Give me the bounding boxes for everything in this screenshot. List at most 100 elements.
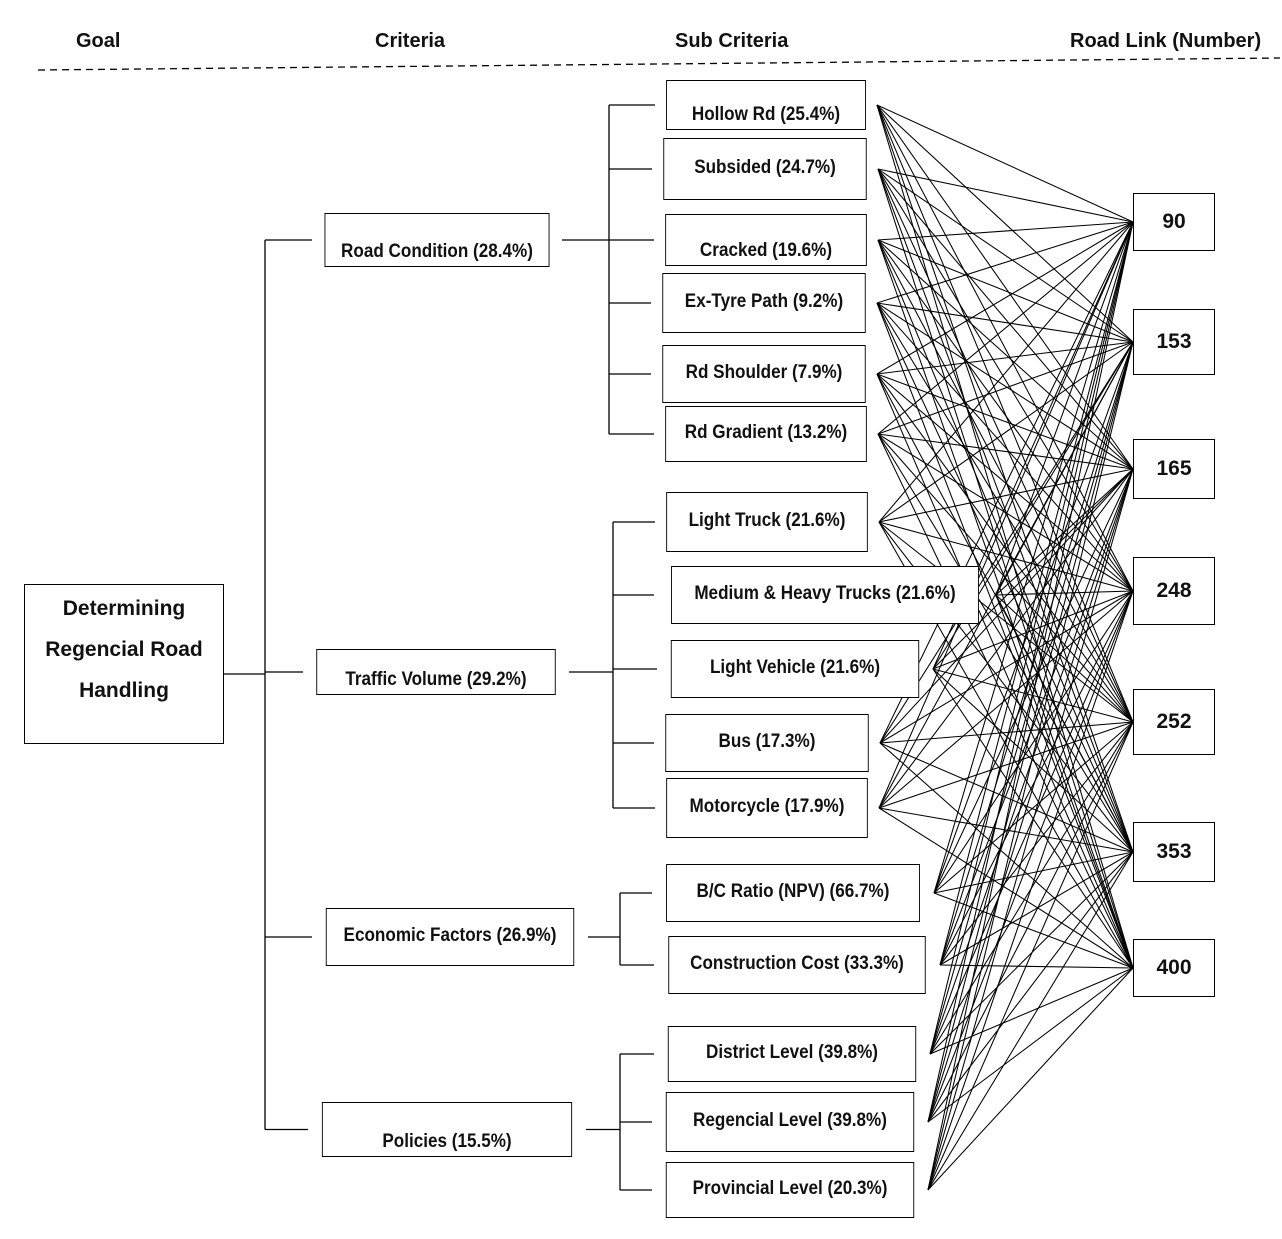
sub-criterion-subsided: Subsided (24.7%) [663, 138, 867, 200]
mesh-line-6-0 [878, 221, 1134, 523]
mesh-line-10-4 [878, 721, 1134, 809]
mesh-line-10-0 [878, 221, 1134, 809]
mesh-line-7-4 [995, 594, 1134, 723]
mesh-line-3-6 [876, 302, 1134, 969]
mesh-line-12-5 [939, 851, 1134, 966]
mesh-line-15-1 [927, 341, 1134, 1191]
mesh-line-3-0 [876, 221, 1134, 304]
mesh-line-4-6 [876, 373, 1134, 969]
mesh-line-4-0 [876, 221, 1134, 375]
mesh-line-14-2 [927, 468, 1134, 1123]
mesh-line-5-1 [877, 341, 1134, 435]
road-link-165: 165 [1133, 439, 1215, 499]
mesh-line-7-0 [995, 221, 1134, 596]
mesh-line-2-5 [877, 239, 1134, 853]
mesh-line-12-1 [939, 341, 1134, 966]
mesh-line-11-2 [933, 468, 1134, 894]
mesh-line-4-4 [876, 373, 1134, 723]
mesh-line-2-1 [877, 239, 1134, 343]
mesh-line-3-2 [876, 302, 1134, 470]
mesh-line-2-0 [877, 221, 1134, 241]
mesh-line-1-0 [877, 168, 1134, 223]
mesh-line-9-6 [879, 742, 1134, 969]
mesh-line-11-0 [933, 221, 1134, 894]
mesh-line-4-3 [876, 373, 1134, 592]
mesh-line-10-3 [878, 590, 1134, 809]
mesh-line-12-6 [939, 964, 1134, 969]
mesh-line-10-6 [878, 807, 1134, 969]
sub-criterion-motorcycle: Motorcycle (17.9%) [666, 778, 868, 838]
mesh-line-5-6 [877, 433, 1134, 969]
road-link-400: 400 [1133, 939, 1215, 997]
mesh-line-13-1 [929, 341, 1134, 1055]
mesh-line-10-2 [878, 468, 1134, 809]
mesh-line-11-4 [933, 721, 1134, 894]
sub-criterion-regencial-level: Regencial Level (39.8%) [665, 1092, 915, 1152]
mesh-line-5-2 [877, 433, 1134, 470]
mesh-line-2-3 [877, 239, 1134, 592]
mesh-line-9-4 [879, 721, 1134, 744]
header-sub-criteria: Sub Criteria [675, 30, 789, 52]
mesh-line-15-0 [927, 221, 1134, 1191]
mesh-line-0-1 [876, 104, 1134, 343]
mesh-line-11-5 [933, 851, 1134, 894]
sub-criterion-medium-heavy-trucks: Medium & Heavy Trucks (21.6%) [671, 566, 979, 624]
mesh-line-14-4 [927, 721, 1134, 1123]
road-link-252: 252 [1133, 689, 1215, 755]
mesh-line-8-5 [932, 668, 1134, 853]
mesh-line-12-0 [939, 221, 1134, 966]
sub-criterion-provincial-level: Provincial Level (20.3%) [665, 1162, 915, 1218]
mesh-line-5-0 [877, 221, 1134, 435]
header-criteria: Criteria [375, 30, 446, 52]
criterion-traffic-volume: Traffic Volume (29.2%) [316, 649, 556, 695]
sub-criterion-rd-gradient: Rd Gradient (13.2%) [665, 406, 867, 462]
road-link-353: 353 [1133, 822, 1215, 882]
goal-box: Determining Regencial Road Handling [24, 584, 224, 744]
sub-criterion-hollow-rd: Hollow Rd (25.4%) [666, 80, 866, 130]
sub-criterion-bus: Bus (17.3%) [665, 714, 869, 772]
sub-criterion-light-truck: Light Truck (21.6%) [666, 492, 868, 552]
sub-criterion-light-vehicle: Light Vehicle (21.6%) [670, 640, 920, 698]
criterion-road-condition: Road Condition (28.4%) [324, 213, 550, 267]
sub-criterion-cracked: Cracked (19.6%) [665, 214, 867, 266]
mesh-line-3-3 [876, 302, 1134, 592]
road-link-90: 90 [1133, 193, 1215, 251]
mesh-line-6-3 [878, 521, 1134, 592]
mesh-line-2-2 [877, 239, 1134, 470]
mesh-line-1-5 [877, 168, 1134, 853]
mesh-line-11-3 [933, 590, 1134, 894]
sub-criterion-rd-shoulder: Rd Shoulder (7.9%) [662, 345, 866, 403]
header-goal: Goal [76, 30, 121, 52]
tree-connectors [224, 104, 657, 1191]
sub-criterion-bc-ratio-npv: B/C Ratio (NPV) (66.7%) [666, 864, 920, 922]
mesh-line-10-5 [878, 807, 1134, 853]
road-link-153: 153 [1133, 309, 1215, 375]
mesh-line-13-0 [929, 221, 1134, 1055]
mesh-line-0-0 [876, 104, 1134, 223]
mesh-line-15-2 [927, 468, 1134, 1191]
criterion-economic-factors: Economic Factors (26.9%) [325, 908, 575, 966]
mesh-line-2-4 [877, 239, 1134, 723]
sub-criterion-district-level: District Level (39.8%) [667, 1026, 917, 1082]
road-link-248: 248 [1133, 557, 1215, 625]
mesh-line-14-5 [927, 851, 1134, 1123]
criterion-policies: Policies (15.5%) [321, 1102, 573, 1157]
mesh-line-15-4 [927, 721, 1134, 1191]
mesh-line-15-5 [927, 851, 1134, 1191]
mesh-line-0-3 [876, 104, 1134, 592]
mesh-line-14-1 [927, 341, 1134, 1123]
mesh-line-0-5 [876, 104, 1134, 853]
mesh-line-9-0 [879, 221, 1134, 744]
sub-criterion-ex-tyre-path: Ex-Tyre Path (9.2%) [662, 273, 866, 333]
mesh-line-1-3 [877, 168, 1134, 592]
mesh-line-0-6 [876, 104, 1134, 969]
mesh-line-14-6 [927, 967, 1134, 1123]
mesh-line-11-6 [933, 892, 1134, 969]
mesh-line-1-4 [877, 168, 1134, 723]
mesh-line-12-4 [939, 721, 1134, 966]
mesh-line-7-3 [995, 590, 1134, 596]
mesh-line-13-3 [929, 590, 1134, 1055]
header-road-link: Road Link (Number) [1070, 30, 1262, 52]
mesh-line-14-0 [927, 221, 1134, 1123]
